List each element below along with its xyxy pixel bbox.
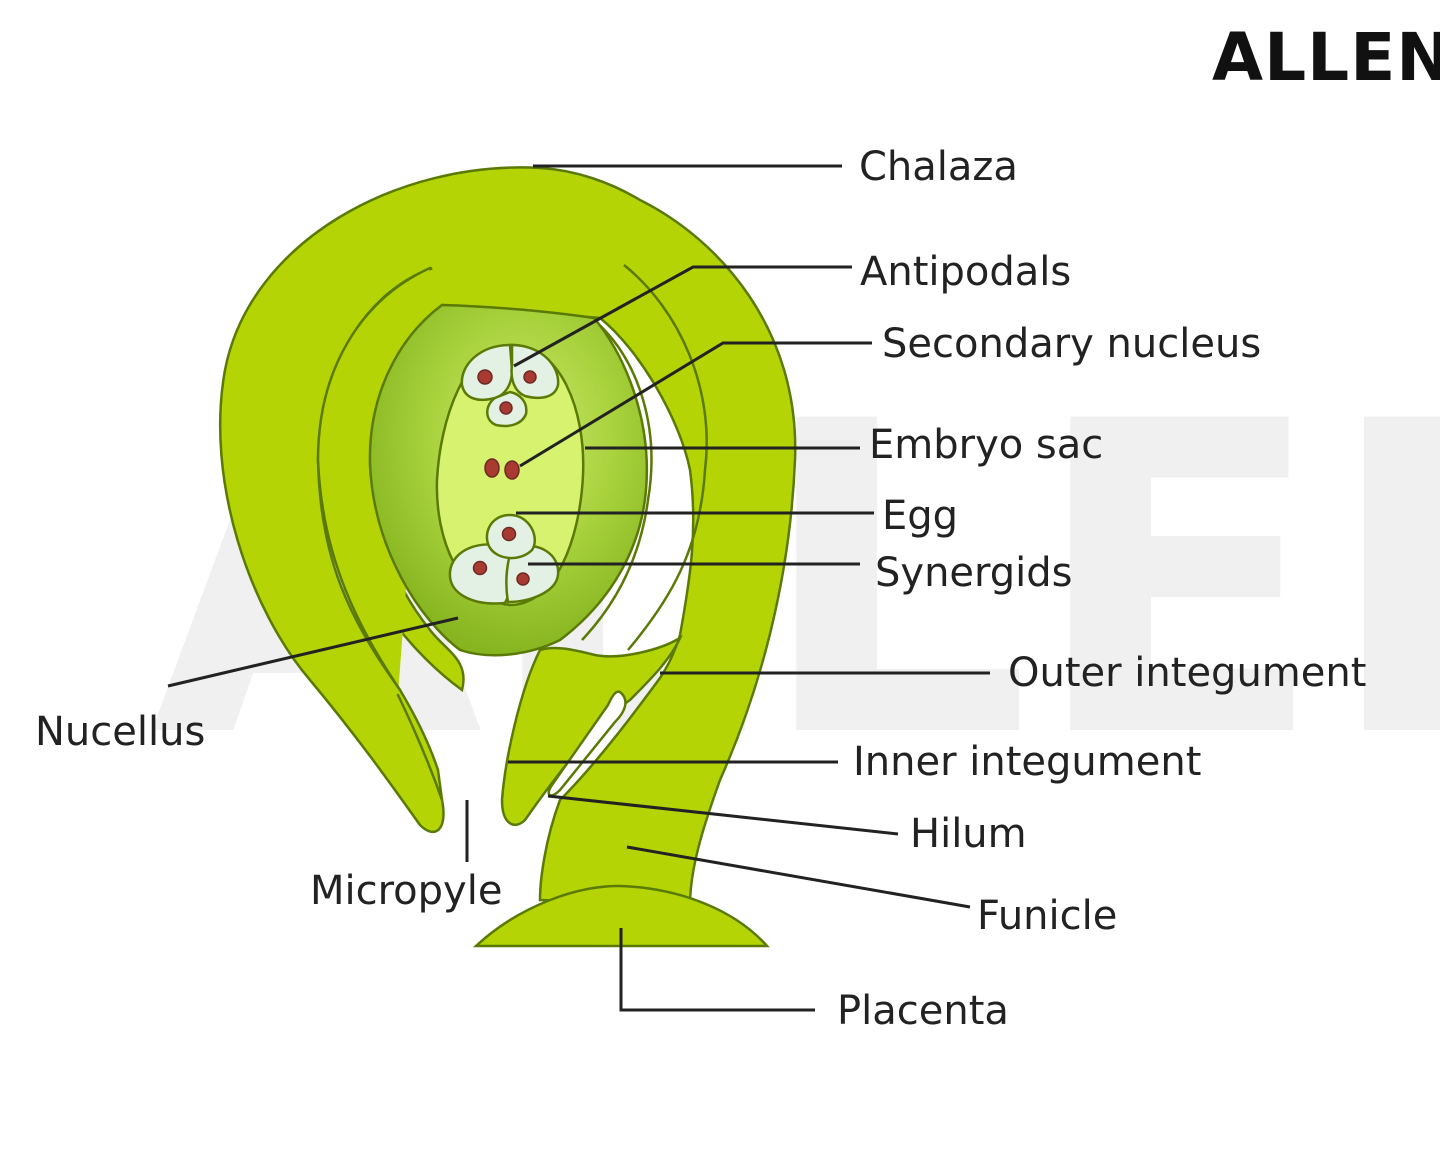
label-placenta: Placenta [837,988,1009,1034]
leader-placenta [619,928,815,1012]
label-secondary-nucleus: Secondary nucleus [882,321,1261,367]
synergid-nucleus [516,572,530,586]
inner-integument-right-inner [581,319,653,641]
synergid-nucleus [472,560,488,576]
label-micropyle: Micropyle [310,868,502,914]
leader-lines [167,164,990,1012]
polar-nucleus [484,458,500,478]
label-outer-integument: Outer integument [1008,650,1366,696]
label-nucellus: Nucellus [35,709,205,755]
leader-hilum [547,794,899,836]
leader-secondary-nucleus [519,341,872,468]
inner-integument-right [623,264,708,651]
antipodal-nucleus [499,401,513,415]
egg-apparatus [448,513,560,605]
label-embryo-sac: Embryo sac [869,422,1103,468]
secondary-nucleus [484,458,520,480]
leader-funicle [626,845,971,909]
label-antipodals: Antipodals [860,249,1071,295]
label-chalaza: Chalaza [859,144,1018,190]
antipodal-cell [510,343,560,400]
label-synergids: Synergids [875,550,1073,596]
label-funicle: Funicle [977,893,1117,939]
antipodal-nucleus [477,369,493,385]
synergid-cell [505,544,560,604]
antipodal-cells [460,343,560,428]
polar-nucleus [504,460,520,480]
antipodal-nucleus [523,370,537,384]
label-hilum: Hilum [910,811,1027,857]
egg-nucleus [501,526,517,542]
leader-antipodals [513,265,852,368]
leader-nucellus [167,616,459,688]
label-inner-integument: Inner integument [853,739,1201,785]
placenta-shape [472,884,770,948]
brand-logo: ALLEN [1212,19,1440,96]
label-egg: Egg [882,493,958,539]
